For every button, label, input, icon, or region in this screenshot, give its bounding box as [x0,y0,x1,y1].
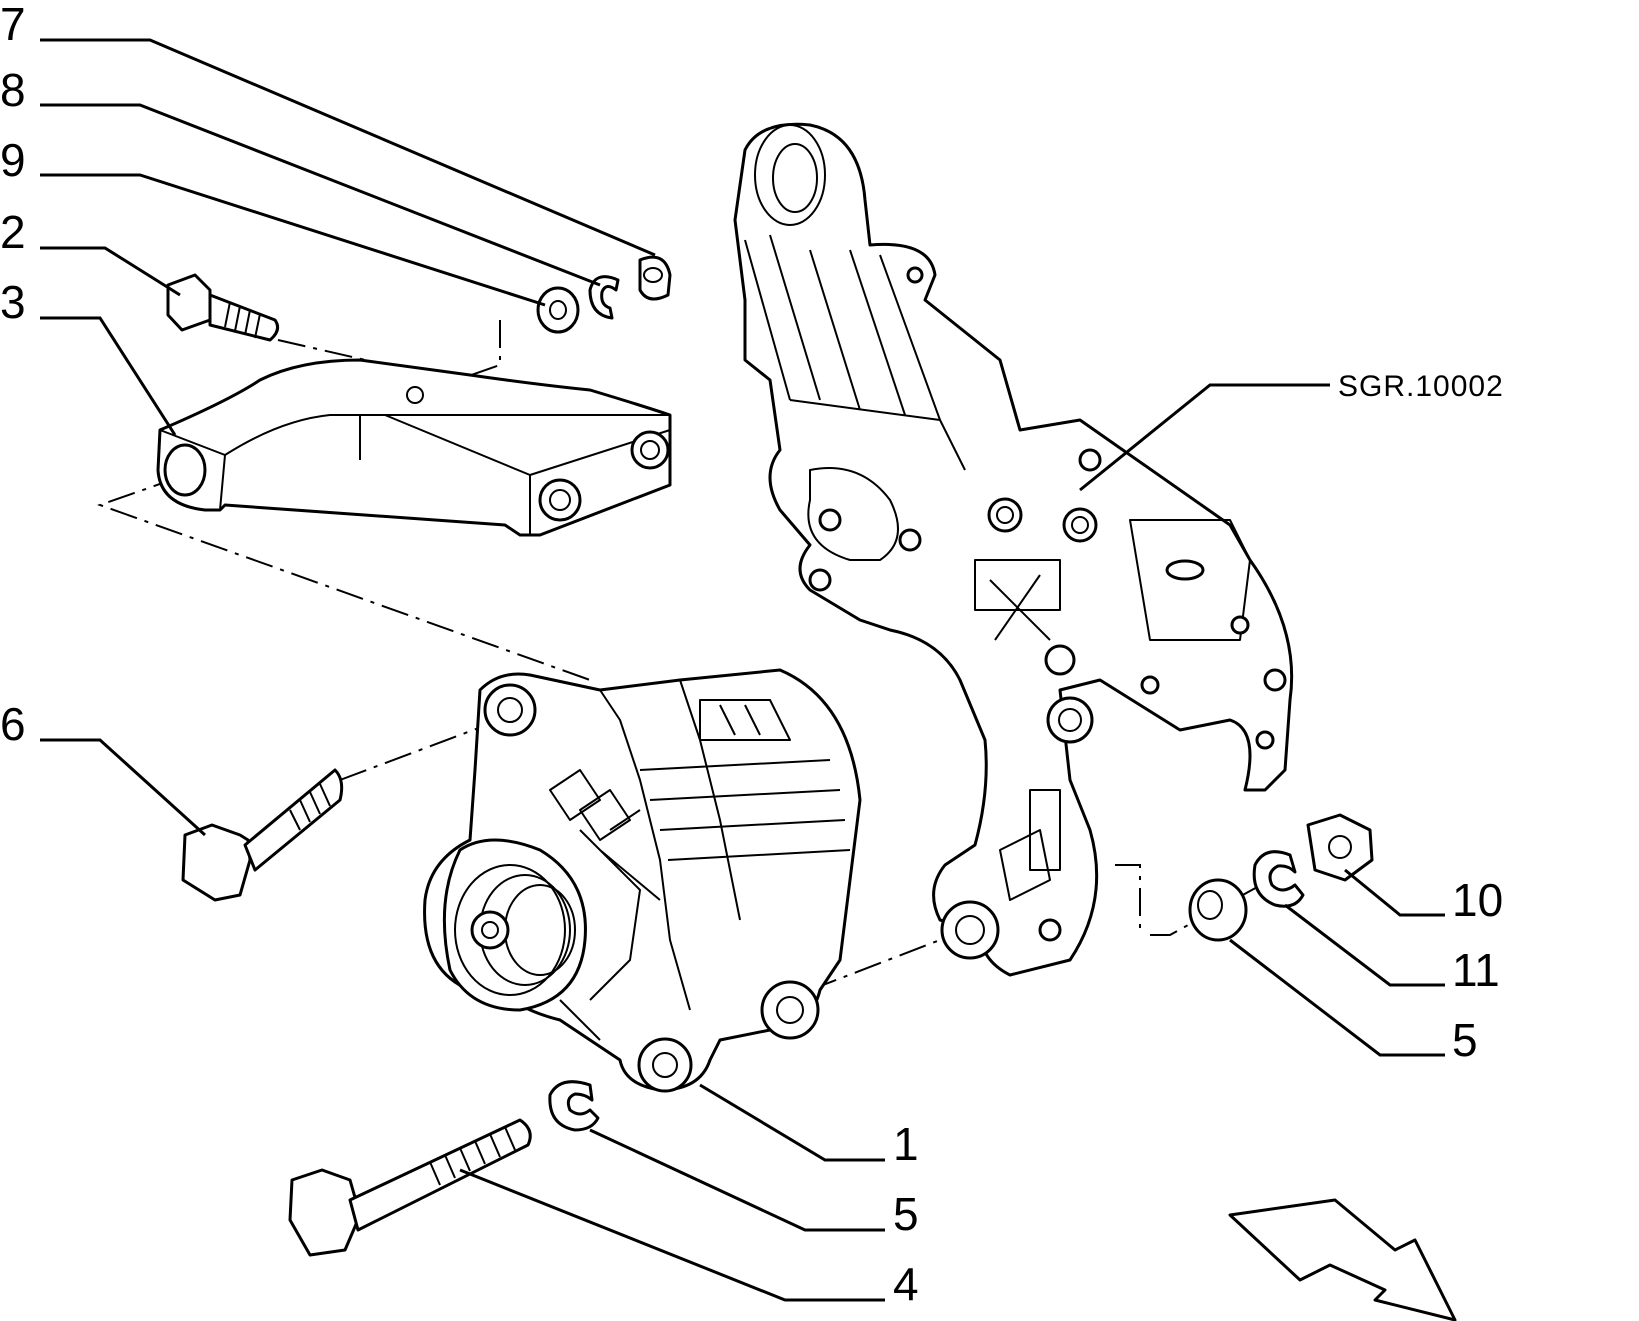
direction-arrow [1228,1198,1457,1321]
upper-fasteners [536,255,672,334]
callout-2: 2 [0,206,26,258]
callout-8: 8 [0,64,26,116]
alternator [423,668,862,1093]
lower-fasteners [288,1080,600,1257]
reference-code: SGR.10002 [1338,370,1504,403]
callout-4: 4 [893,1258,919,1310]
callout-3: 3 [0,276,26,328]
tension-bracket [156,358,672,537]
callout-6: 6 [0,698,26,750]
callout-5-lower: 5 [893,1188,919,1240]
right-fasteners [1188,813,1374,942]
callout-9: 9 [0,134,26,186]
leader-lines [40,38,1445,1302]
flange-bolt [166,273,280,342]
callout-7: 7 [0,0,26,50]
callout-10: 10 [1452,874,1503,926]
upper-bolt [181,768,344,902]
engine-support-bracket [733,122,1294,977]
callout-labels: 7 8 9 2 3 6 10 11 5 1 5 4 SGR.10002 [0,0,1504,1310]
callout-11: 11 [1452,944,1500,996]
callout-1: 1 [893,1118,919,1170]
callout-5-right: 5 [1452,1014,1478,1066]
